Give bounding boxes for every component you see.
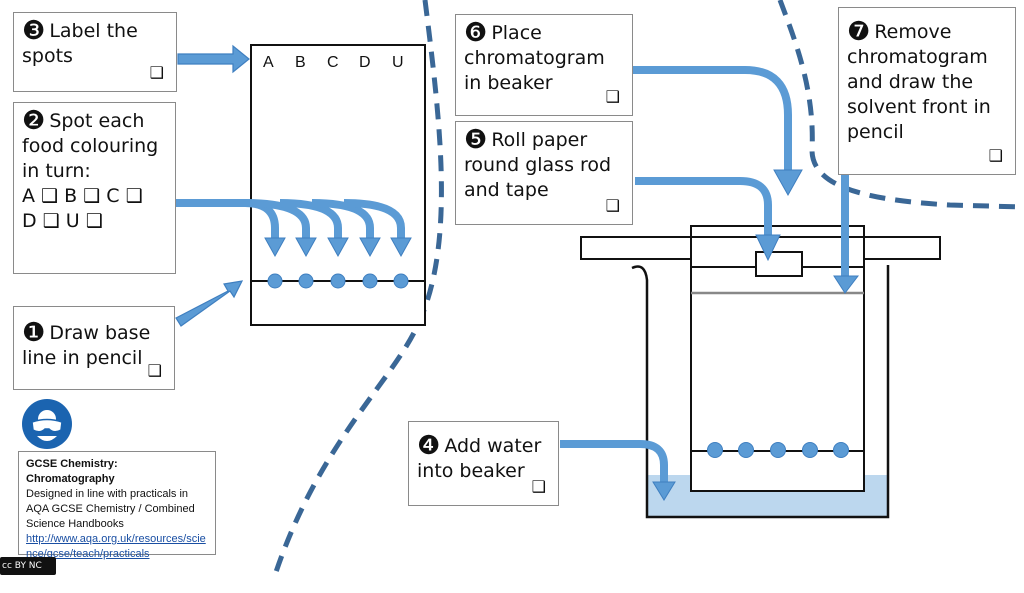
step-2-number: ❷ [22, 106, 46, 136]
beaker [631, 265, 890, 519]
step-4-text: Add water into beaker [417, 435, 542, 482]
spot-u [393, 273, 409, 289]
step-5-checkbox[interactable]: ❑ [605, 196, 620, 215]
credit-link[interactable]: http://www.aqa.org.uk/resources/science/… [26, 533, 206, 560]
paper-label-c: C [327, 54, 339, 71]
step-5-text: Roll paper round glass rod and tape [464, 129, 612, 201]
tape [755, 251, 803, 277]
paper-label-a: A [263, 54, 274, 71]
spot-c [330, 273, 346, 289]
step-3-number: ❸ [22, 16, 46, 46]
goggles-icon [22, 399, 72, 449]
spot-d [362, 273, 378, 289]
spot-b [298, 273, 314, 289]
arrow-place-chromatogram [633, 66, 792, 172]
step-7-text: Remove chromatogram and draw the solvent… [847, 21, 991, 143]
beaker-spots [707, 442, 849, 458]
step-6-text: Place chromatogram in beaker [464, 22, 605, 94]
credit-body: Designed in line with practicals in AQA … [26, 488, 195, 530]
step-6-checkbox[interactable]: ❑ [605, 87, 620, 106]
paper-label-b: B [295, 54, 306, 71]
spot-a [267, 273, 283, 289]
paper-label-u: U [392, 54, 404, 71]
creative-commons-icon[interactable]: cc BY NC SA [0, 557, 56, 589]
paper-spots [267, 273, 409, 289]
step-1-checkbox[interactable]: ❑ [147, 361, 162, 380]
arrow-base-line [175, 280, 244, 327]
step-3-checkbox[interactable]: ❑ [149, 63, 164, 82]
step-4-number: ❹ [417, 431, 441, 461]
arrow-label-spots [177, 44, 250, 74]
step-7-number: ❼ [847, 17, 871, 47]
arrow-add-water [560, 440, 668, 485]
step-2-text: Spot each food colouring in turn: [22, 110, 159, 182]
step-5-number: ❺ [464, 125, 488, 155]
paper-label-d: D [359, 54, 371, 71]
step-1-text: Draw base line in pencil [22, 322, 151, 369]
step-4-checkbox[interactable]: ❑ [531, 477, 546, 496]
arrow-roll-paper [635, 177, 772, 238]
credit-title: GCSE Chemistry: Chromatography [26, 458, 118, 485]
step-1-number: ❶ [22, 318, 46, 348]
step-6-number: ❻ [464, 18, 488, 48]
diagram-canvas: A B C D U [175, 0, 1024, 575]
credit-box: GCSE Chemistry: Chromatography Designed … [18, 451, 216, 560]
step-2-items-row2[interactable]: D ❑ U ❑ [22, 210, 103, 232]
step-7-checkbox[interactable]: ❑ [988, 146, 1003, 165]
arrows-spot-colours [176, 199, 405, 240]
step-3-text: Label the spots [22, 20, 138, 67]
step-2-items-row1[interactable]: A ❑ B ❑ C ❑ [22, 185, 143, 207]
